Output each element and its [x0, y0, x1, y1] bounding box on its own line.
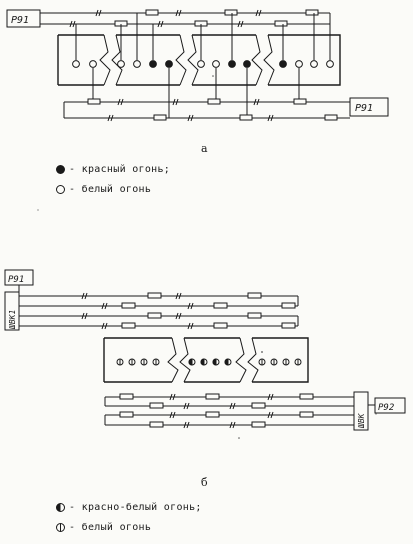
legend-a-item-white: - белый огонь	[56, 184, 151, 195]
relay-b-left-label: Р91	[8, 275, 24, 285]
legend-b-white-text: - белый огонь	[69, 522, 152, 533]
diagram-b: Р91 ШВК1	[4, 269, 406, 431]
relay-box-a-right	[349, 97, 389, 117]
relay-box-b-right	[374, 397, 406, 414]
diagram-a: Р91	[6, 9, 389, 122]
switch-box-b-right	[353, 391, 369, 431]
lamps-a	[72, 60, 334, 68]
legend-b-redwhite-text: - красно-белый огонь;	[69, 502, 202, 513]
legend-a-item-red: - красный огонь;	[56, 164, 170, 175]
switch-b-left-label: ШВК1	[8, 310, 17, 330]
lamps-b	[116, 358, 302, 366]
wire-bundle-b-top	[19, 292, 299, 330]
relay-a-left-label: Р91	[11, 15, 29, 26]
relay-b-right-label: Р92	[378, 403, 394, 413]
relay-a-right-label: Р91	[355, 103, 373, 114]
half-circle-icon	[56, 502, 65, 512]
legend-b-item-redwhite: - красно-белый огонь;	[56, 502, 202, 513]
bar-circle-icon	[56, 522, 65, 532]
legend-a-white-text: - белый огонь	[69, 184, 152, 195]
filled-circle-icon	[56, 164, 65, 174]
switch-box-b-left	[4, 291, 20, 331]
relay-box-a-left	[6, 9, 41, 28]
open-circle-icon	[56, 184, 65, 194]
caption-b: б	[201, 476, 208, 489]
legend-a-red-text: - красный огонь;	[69, 164, 171, 175]
light-panel-b	[103, 337, 309, 383]
caption-a: а	[201, 142, 208, 155]
wire-bundle-b-bottom	[104, 393, 354, 429]
switch-b-right-label: ШВК	[357, 412, 366, 429]
legend-b-item-white: - белый огонь	[56, 522, 151, 533]
scan-specks	[10, 75, 377, 439]
